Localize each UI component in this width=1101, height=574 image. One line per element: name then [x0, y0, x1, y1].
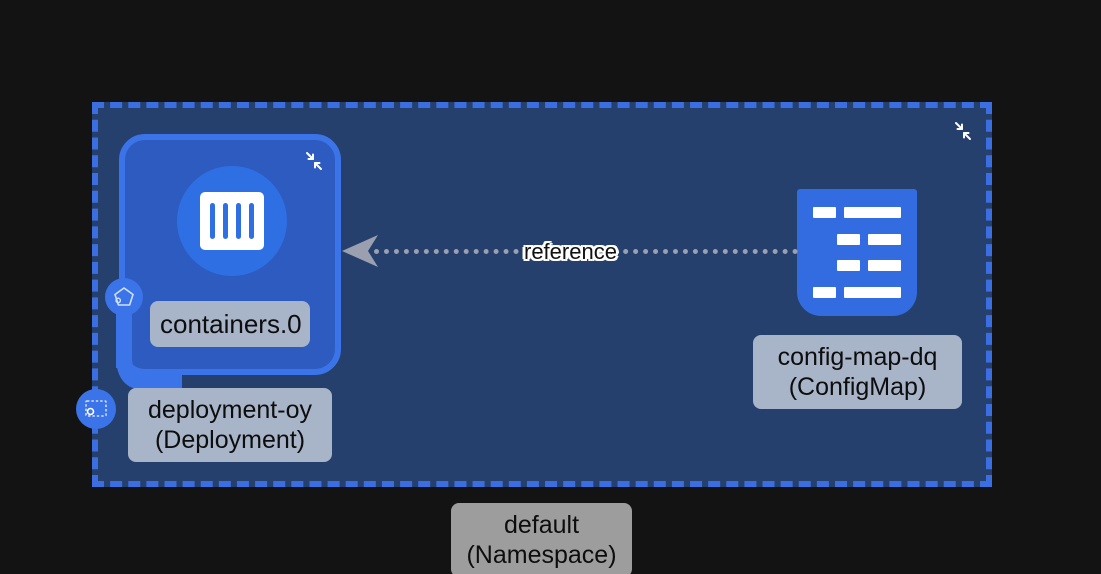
config-map-icon[interactable] — [797, 189, 917, 316]
container-icon-card — [200, 192, 264, 250]
config-map-node-label[interactable]: config-map-dq (ConfigMap) — [753, 335, 962, 409]
config-map-value-bar — [844, 207, 901, 218]
config-map-row — [813, 260, 901, 272]
collapse-icon[interactable] — [952, 120, 974, 142]
reference-edge-label: reference — [524, 239, 617, 264]
container-bar — [210, 203, 215, 239]
config-map-value-bar — [868, 233, 901, 245]
deployment-icon[interactable] — [76, 389, 116, 429]
config-map-key-bar — [813, 207, 836, 218]
container-bar — [236, 203, 241, 239]
container-bar — [223, 203, 228, 239]
containers-connector-curve — [116, 356, 183, 391]
containers-node-label[interactable]: containers.0 — [150, 301, 310, 347]
container-bar — [249, 203, 254, 239]
deployment-node-label[interactable]: deployment-oy (Deployment) — [128, 388, 332, 462]
config-map-row — [813, 233, 901, 245]
config-map-key-bar — [813, 286, 836, 298]
config-map-value-bar — [844, 286, 901, 298]
collapse-icon[interactable] — [303, 150, 325, 172]
namespace-node-label[interactable]: default (Namespace) — [451, 503, 632, 574]
config-map-row — [813, 207, 901, 218]
config-map-value-bar — [868, 260, 901, 272]
config-map-row — [813, 286, 901, 298]
reference-edge-arrow — [342, 235, 378, 267]
reference-edge-line — [374, 249, 798, 254]
container-icon[interactable] — [177, 166, 287, 276]
config-map-key-bar — [837, 260, 860, 272]
container-pentagon-icon[interactable] — [105, 278, 143, 316]
config-map-key-bar — [837, 233, 860, 245]
